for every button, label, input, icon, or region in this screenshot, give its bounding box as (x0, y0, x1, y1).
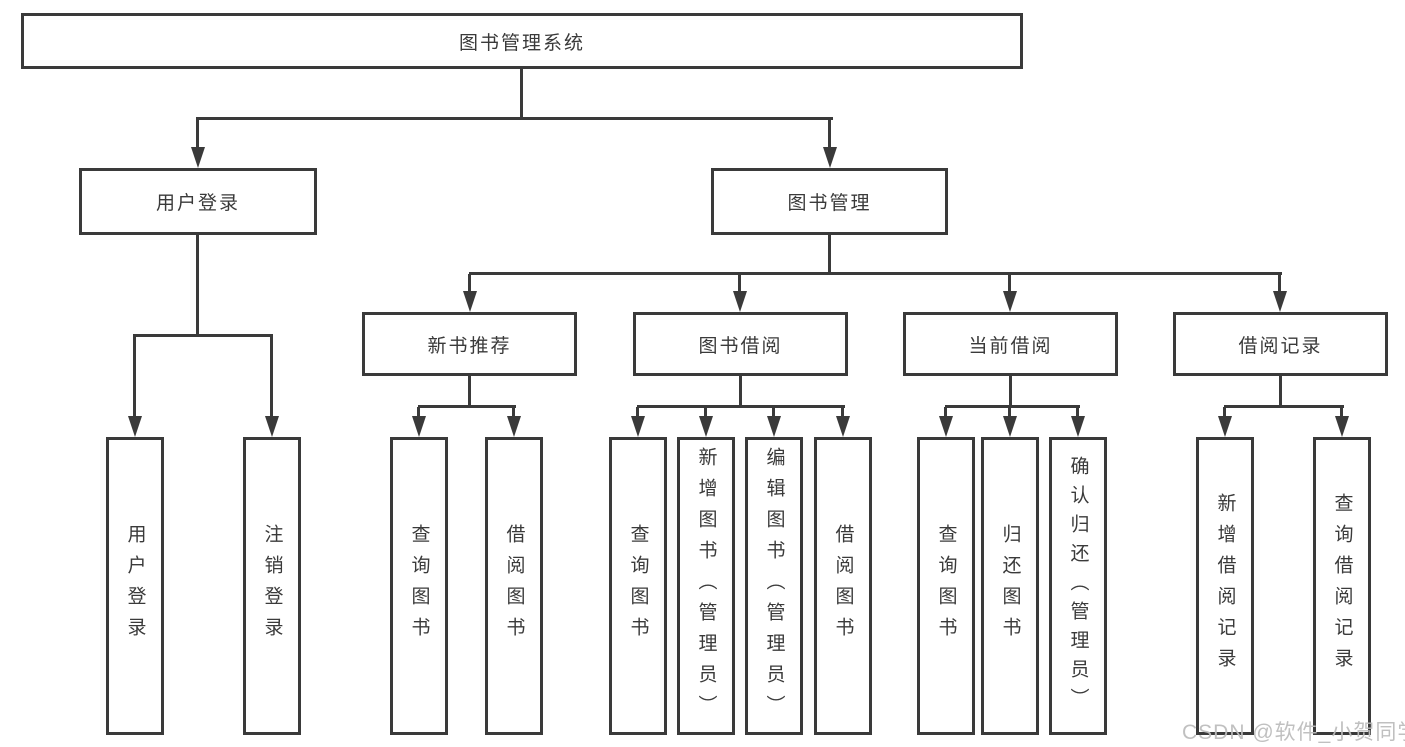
connector-drop-g3-3 (772, 407, 775, 418)
arrowhead-g5-1 (1218, 416, 1232, 437)
leaf-borrow-book-1: 借阅图书 (485, 437, 543, 735)
connector-user-login-trunk (196, 235, 199, 336)
leaf-add-borrow-record: 新增借阅记录 (1196, 437, 1254, 735)
connector-borrow-records-trunk (1279, 376, 1282, 407)
connector-drop-g3-2 (704, 407, 707, 418)
node-label: 查询图书 (627, 524, 649, 648)
arrowhead-g5-2 (1335, 416, 1349, 437)
node-label: 查询图书 (408, 524, 430, 648)
arrowhead-g2-2 (507, 416, 521, 437)
node-label: 借阅图书 (503, 524, 525, 648)
node-label: 注销登录 (261, 524, 283, 648)
watermark: CSDN @软件_小贺同学 (1182, 721, 1405, 744)
connector-drop-user-login (196, 119, 199, 149)
node-book-management: 图书管理 (711, 168, 948, 235)
connector-drop-g4-1 (944, 407, 947, 418)
leaf-query-book-3: 查询图书 (917, 437, 975, 735)
arrowhead-g3-1 (631, 416, 645, 437)
connector-level3-bus (469, 272, 1282, 275)
node-current-borrow: 当前借阅 (903, 312, 1118, 376)
arrowhead-book-borrow (733, 291, 747, 312)
connector-book-management-trunk (828, 235, 831, 275)
node-label: 新增借阅记录 (1214, 493, 1236, 679)
connector-root-trunk (520, 69, 523, 119)
arrowhead-g3-4 (836, 416, 850, 437)
arrowhead-g3-3 (767, 416, 781, 437)
connector-new-book-bus (418, 405, 516, 408)
leaf-query-book-2: 查询图书 (609, 437, 667, 735)
node-user-login-branch: 用户登录 (79, 168, 317, 235)
node-label: 归还图书 (999, 524, 1021, 648)
connector-level2-bus (196, 117, 833, 120)
connector-drop-g5-1 (1223, 407, 1226, 418)
arrowhead-new-book (463, 291, 477, 312)
leaf-return-book: 归还图书 (981, 437, 1039, 735)
connector-drop-current-borrow (1008, 274, 1011, 293)
node-label: 用户登录 (155, 193, 240, 214)
leaf-edit-book-admin: 编辑图书（管理员） (745, 437, 803, 735)
node-book-borrow: 图书借阅 (633, 312, 848, 376)
arrowhead-g2-1 (412, 416, 426, 437)
leaf-user-login: 用户登录 (106, 437, 164, 735)
connector-drop-g4-3 (1076, 407, 1079, 418)
connector-book-borrow-bus (637, 405, 845, 408)
leaf-add-book-admin: 新增图书（管理员） (677, 437, 735, 735)
node-label: 新增图书（管理员） (695, 446, 717, 726)
connector-drop-book-management (828, 119, 831, 149)
node-label: 借阅记录 (1238, 335, 1323, 357)
node-label: 确认归还（管理员） (1067, 455, 1089, 717)
node-label: 图书管理 (787, 193, 872, 214)
connector-drop-g3-1 (636, 407, 639, 418)
arrowhead-logout (265, 416, 279, 437)
connector-drop-book-borrow (738, 274, 741, 293)
connector-user-login-bus (133, 334, 273, 337)
connector-drop-g2-1 (417, 407, 420, 418)
node-label: 用户登录 (124, 524, 146, 648)
node-label: 新书推荐 (427, 335, 512, 357)
arrowhead-login (128, 416, 142, 437)
leaf-logout: 注销登录 (243, 437, 301, 735)
node-label: 当前借阅 (968, 335, 1053, 357)
arrowhead-book-management (823, 147, 837, 168)
node-label: 查询借阅记录 (1331, 493, 1353, 679)
node-label: 图书借阅 (698, 335, 783, 357)
connector-drop-logout (270, 336, 273, 418)
arrowhead-g4-1 (939, 416, 953, 437)
node-label: 借阅图书 (832, 524, 854, 648)
connector-drop-g4-2 (1008, 407, 1011, 418)
connector-drop-login (133, 336, 136, 418)
connector-drop-g5-2 (1340, 407, 1343, 418)
node-label: 编辑图书（管理员） (763, 446, 785, 726)
connector-drop-new-book (468, 274, 471, 293)
leaf-query-book-1: 查询图书 (390, 437, 448, 735)
leaf-query-borrow-record: 查询借阅记录 (1313, 437, 1371, 735)
node-borrow-records: 借阅记录 (1173, 312, 1388, 376)
node-label: 图书管理系统 (458, 32, 585, 54)
arrowhead-g4-3 (1071, 416, 1085, 437)
arrowhead-user-login (191, 147, 205, 168)
connector-new-book-trunk (468, 376, 471, 407)
node-library-management-system: 图书管理系统 (21, 13, 1023, 69)
leaf-borrow-book-2: 借阅图书 (814, 437, 872, 735)
arrowhead-g4-2 (1003, 416, 1017, 437)
arrowhead-current-borrow (1003, 291, 1017, 312)
connector-current-borrow-bus (945, 405, 1080, 408)
connector-borrow-records-bus (1224, 405, 1344, 408)
arrowhead-g3-2 (699, 416, 713, 437)
connector-drop-borrow-records (1278, 274, 1281, 293)
connector-book-borrow-trunk (739, 376, 742, 407)
leaf-confirm-return-admin: 确认归还（管理员） (1049, 437, 1107, 735)
arrowhead-borrow-records (1273, 291, 1287, 312)
node-label: 查询图书 (935, 524, 957, 648)
node-new-book-recommend: 新书推荐 (362, 312, 577, 376)
connector-drop-g2-2 (512, 407, 515, 418)
connector-drop-g3-4 (841, 407, 844, 418)
connector-current-borrow-trunk (1009, 376, 1012, 407)
